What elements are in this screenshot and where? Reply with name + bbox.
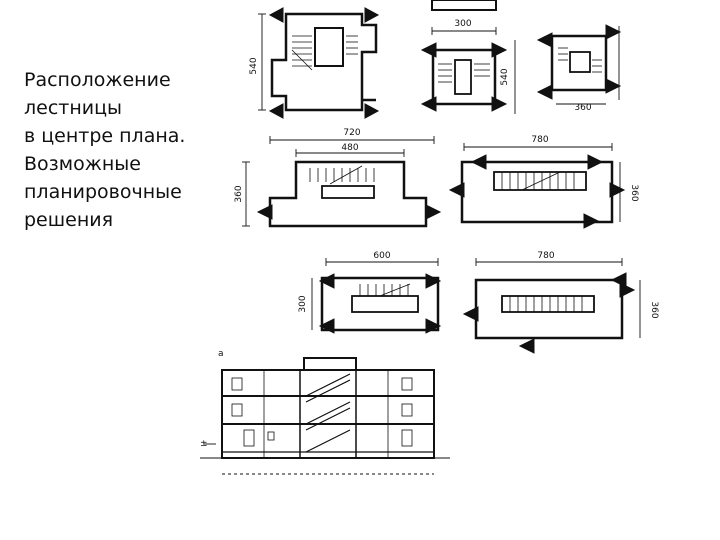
dim-top-a-height: 540: [249, 57, 259, 74]
building-section: [200, 357, 450, 475]
caption-line-3: в центре плана.: [24, 125, 186, 147]
caption-line-2: лестницы: [24, 97, 123, 119]
dim-low-b-height: 360: [649, 301, 659, 318]
caption-line-6: решения: [24, 209, 114, 231]
dim-mid-a-inner: 480: [341, 143, 358, 153]
plan-lower-left: [311, 258, 442, 334]
dim-low-a-height: 300: [298, 295, 308, 312]
plan-wide-right: [448, 143, 626, 229]
dim-top-c-width: 360: [574, 103, 591, 113]
dim-top-b-height: 540: [500, 68, 510, 85]
plan-small-vertical: [420, 0, 516, 114]
dim-top-b-width: 300: [454, 19, 471, 29]
dim-mid-b-height: 360: [629, 184, 639, 201]
dim-mid-a-outer: 720: [343, 128, 360, 138]
dim-mid-a-height: 360: [234, 185, 244, 202]
caption: Расположение лестницы в центре плана. Во…: [24, 66, 204, 234]
plan-corner-square: [536, 24, 622, 105]
dim-mid-b-width: 780: [531, 135, 548, 145]
plan-cross-vertical: [258, 7, 380, 119]
caption-line-5: планировочные: [24, 181, 182, 203]
plan-lower-right: [462, 258, 641, 354]
plan-wide-left: [242, 136, 442, 228]
dim-low-b-width: 780: [537, 251, 554, 261]
caption-line-1: Расположение: [24, 69, 171, 91]
section-corner-letter: a: [218, 349, 224, 359]
dim-low-a-width: 600: [373, 251, 390, 261]
section-level-mark: ±: [200, 439, 208, 449]
caption-line-4: Возможные: [24, 153, 141, 175]
